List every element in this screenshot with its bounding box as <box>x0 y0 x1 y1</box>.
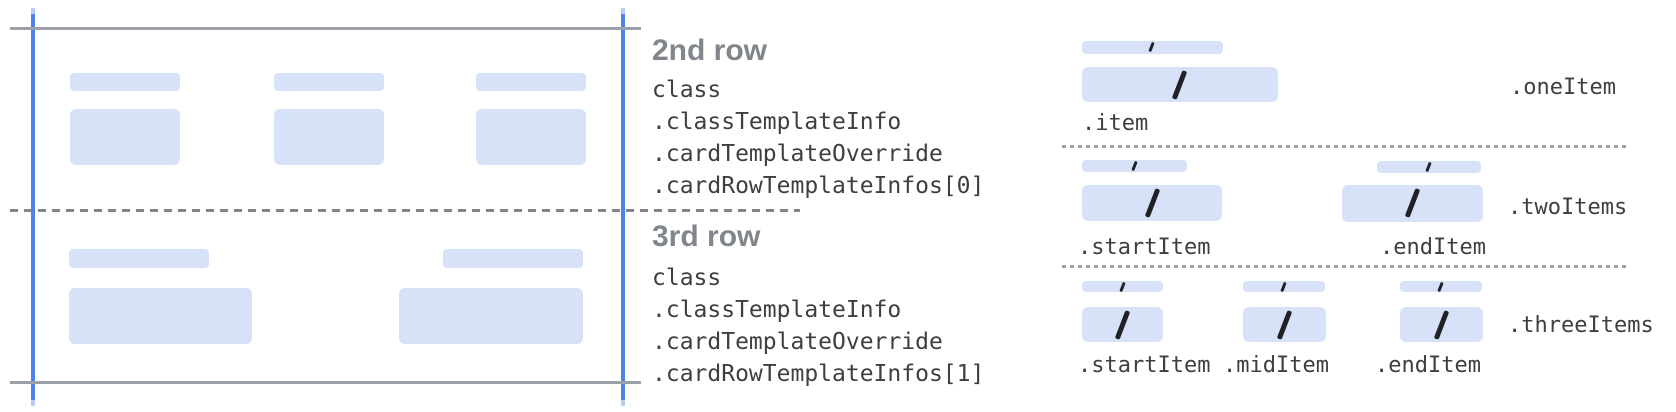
row3-heading: 3rd row <box>652 220 761 253</box>
item-field-label: .endItem <box>1375 353 1481 378</box>
item-field-label: .startItem <box>1078 353 1211 378</box>
card-bottom-line <box>10 381 641 384</box>
legend-section-name: .oneItem <box>1510 75 1616 100</box>
row2-code-block: class .classTemplateInfo .cardTemplateOv… <box>652 74 984 202</box>
field-label-bar <box>443 249 583 268</box>
item-field-label: .endItem <box>1380 235 1486 260</box>
code-line: class <box>652 265 722 291</box>
code-line: .cardRowTemplateInfos[0] <box>652 173 985 199</box>
row2-heading: 2nd row <box>652 34 768 67</box>
field-label-bar <box>476 73 586 91</box>
field-value-bar <box>399 288 583 344</box>
card-left-edge-line <box>31 8 35 406</box>
card-top-line <box>10 27 641 30</box>
card-right-edge-line <box>621 8 625 406</box>
legend-divider-dotted <box>1062 145 1630 148</box>
legend-section-name: .threeItems <box>1508 313 1654 338</box>
code-line: .cardRowTemplateInfos[1] <box>652 361 985 387</box>
legend-divider-dotted <box>1062 265 1630 268</box>
item-field-label: .startItem <box>1078 235 1211 260</box>
field-label-bar <box>70 73 180 91</box>
legend-section-name: .twoItems <box>1508 195 1628 220</box>
field-label-bar <box>274 73 384 91</box>
code-line: class <box>652 77 722 103</box>
field-label-bar <box>69 249 209 268</box>
item-field-label: .item <box>1082 111 1149 136</box>
field-value-bar <box>70 109 180 165</box>
field-value-bar <box>69 288 252 344</box>
field-value-bar <box>476 109 586 165</box>
field-value-bar <box>274 109 384 165</box>
code-line: .classTemplateInfo <box>652 297 902 323</box>
code-line: .cardTemplateOverride <box>652 329 943 355</box>
card-row-divider-dashed <box>10 209 800 212</box>
code-line: .cardTemplateOverride <box>652 141 943 167</box>
row3-code-block: class .classTemplateInfo .cardTemplateOv… <box>652 262 984 390</box>
item-field-label: .midItem <box>1223 353 1329 378</box>
code-line: .classTemplateInfo <box>652 109 902 135</box>
